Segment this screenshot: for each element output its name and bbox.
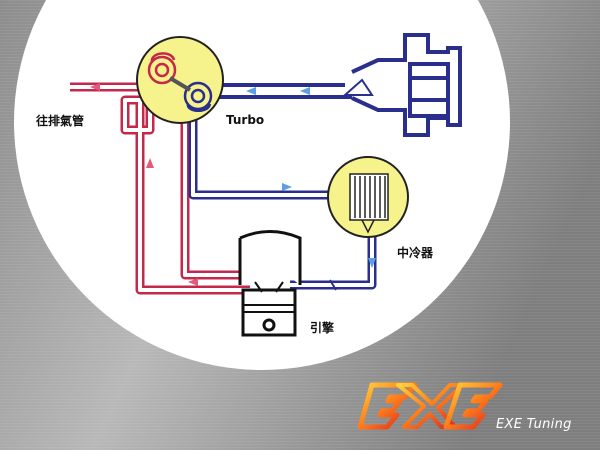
intercooler-core-icon bbox=[349, 173, 389, 234]
hot-flow-arrows bbox=[90, 83, 198, 286]
exe-logo bbox=[357, 382, 503, 430]
arrow-down-intercooler-out bbox=[368, 258, 376, 268]
intercooler-label: 中冷器 bbox=[397, 246, 434, 260]
intercooler-highlight bbox=[327, 156, 409, 238]
arrow-left-intake-top bbox=[300, 87, 310, 95]
arrow-left-intake-mid bbox=[246, 87, 256, 95]
arrow-up-hot-pipe bbox=[146, 158, 154, 168]
brand-name: EXE Tuning bbox=[496, 417, 572, 432]
cold-flow-arrows bbox=[246, 87, 376, 268]
arrow-right-to-intercooler bbox=[282, 183, 292, 191]
engine-label: 引擎 bbox=[310, 321, 335, 335]
turbo-label: Turbo bbox=[226, 113, 265, 127]
turbo-highlight bbox=[136, 36, 224, 124]
exhaust-label: 往排氣管 bbox=[36, 114, 85, 128]
arrow-left-hot-bottom bbox=[188, 278, 198, 286]
arrow-left-exhaust-out bbox=[90, 83, 100, 91]
throttle-valve-icon bbox=[329, 279, 337, 291]
engine-cylinder-icon bbox=[238, 230, 302, 337]
turbocharger-icon bbox=[147, 52, 213, 112]
air-intake-housing bbox=[342, 33, 462, 137]
cold-intake-pipe bbox=[188, 83, 377, 290]
